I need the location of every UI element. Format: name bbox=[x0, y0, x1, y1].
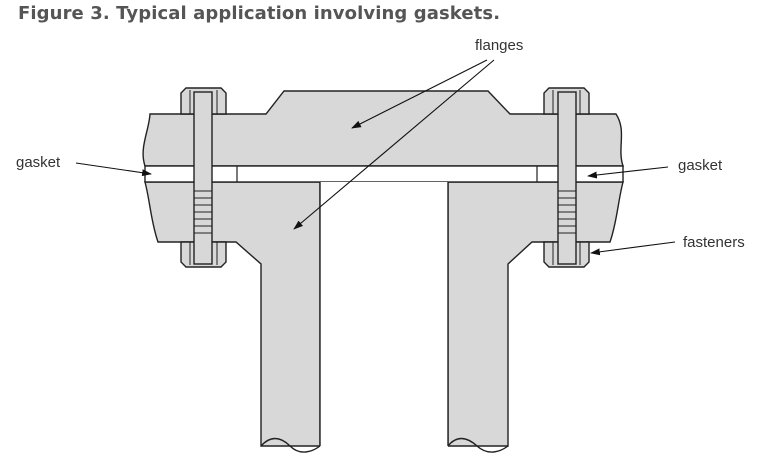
fasteners-arrow bbox=[590, 241, 676, 256]
label-fasteners: fasteners bbox=[683, 234, 745, 251]
label-gasket-right: gasket bbox=[678, 157, 723, 174]
flanges-arrow-top bbox=[351, 59, 488, 129]
bottom-flange-left bbox=[144, 181, 321, 447]
gasket-right-arrow bbox=[587, 166, 669, 179]
pipe-break-lines bbox=[260, 437, 509, 453]
fastener-right bbox=[543, 87, 590, 268]
fastener-left bbox=[180, 87, 227, 268]
gasket-left-arrow bbox=[75, 162, 152, 177]
bottom-flange-right bbox=[447, 181, 624, 447]
label-gasket-left: gasket bbox=[16, 154, 61, 171]
gasket-layer bbox=[144, 165, 624, 183]
flanges-arrow-bottom bbox=[293, 59, 495, 230]
figure-caption: Figure 3. Typical application involving … bbox=[18, 3, 501, 24]
label-flanges: flanges bbox=[475, 37, 523, 54]
pipe-bore bbox=[319, 182, 449, 452]
leader-arrows bbox=[75, 59, 676, 256]
